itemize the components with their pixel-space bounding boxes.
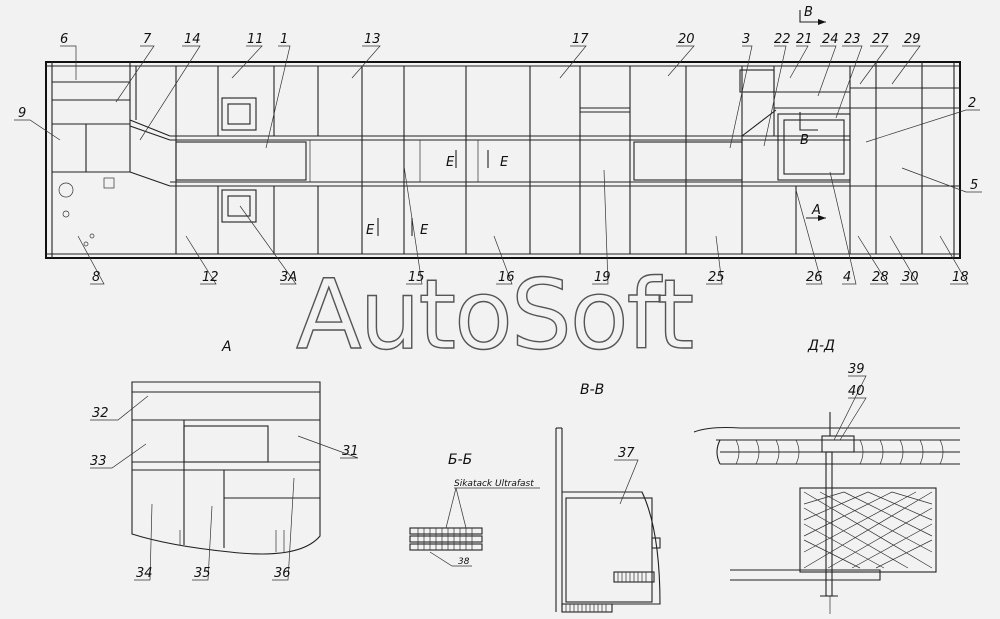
callout-14: 14 xyxy=(184,32,201,47)
marker-e1: Е xyxy=(446,155,455,170)
callout-30: 30 xyxy=(902,270,919,285)
callout-36: 36 xyxy=(274,566,291,581)
detail-a xyxy=(90,381,359,581)
callout-29: 29 xyxy=(904,32,921,47)
callout-9: 9 xyxy=(18,106,26,121)
section-dd-title: Д-Д xyxy=(807,338,835,354)
callout-24: 24 xyxy=(822,32,839,47)
callout-23: 23 xyxy=(844,32,861,47)
watermark-text: AutoSoft xyxy=(296,259,693,371)
section-vv-detail xyxy=(555,427,661,613)
callout-27: 27 xyxy=(872,32,889,47)
section-dd-detail xyxy=(693,375,960,614)
section-bb-detail xyxy=(409,487,540,567)
callout-22: 22 xyxy=(774,32,791,47)
callout-4: 4 xyxy=(843,270,851,285)
callout-11: 11 xyxy=(247,32,264,47)
callout-37: 37 xyxy=(618,446,635,461)
marker-e4: Е xyxy=(420,223,429,238)
callout-12: 12 xyxy=(202,270,219,285)
callout-8: 8 xyxy=(92,270,100,285)
callout-32: 32 xyxy=(92,406,109,421)
callout-5: 5 xyxy=(970,178,978,193)
section-markers xyxy=(377,10,826,236)
section-a-title: А xyxy=(221,339,232,355)
callout-38: 38 xyxy=(458,557,470,567)
callout-1: 1 xyxy=(280,32,288,47)
section-bb-title: Б-Б xyxy=(448,452,472,468)
callout-21: 21 xyxy=(796,32,813,47)
callout-6: 6 xyxy=(60,32,68,47)
section-vv-title: В-В xyxy=(580,382,604,398)
marker-e3: Е xyxy=(366,223,375,238)
callout-40: 40 xyxy=(848,384,865,399)
callouts-main: 6 7 14 11 1 13 17 20 3 22 21 24 23 27 29… xyxy=(18,32,978,285)
callout-17: 17 xyxy=(572,32,589,47)
callout-28: 28 xyxy=(872,270,889,285)
callout-3a: 3А xyxy=(280,270,297,285)
callout-33: 33 xyxy=(90,454,107,469)
callout-13: 13 xyxy=(364,32,381,47)
callout-19: 19 xyxy=(594,270,611,285)
callout-3: 3 xyxy=(742,32,750,47)
callout-15: 15 xyxy=(408,270,425,285)
callout-7: 7 xyxy=(143,32,152,47)
callout-25: 25 xyxy=(708,270,725,285)
marker-b-mid: В xyxy=(800,133,809,148)
sealant-label: Sikatack Ultrafast xyxy=(454,479,534,489)
floor-plan xyxy=(45,61,961,259)
leader-lines xyxy=(14,45,982,285)
callout-20: 20 xyxy=(678,32,695,47)
callout-18: 18 xyxy=(952,270,969,285)
callout-26: 26 xyxy=(806,270,823,285)
callout-16: 16 xyxy=(498,270,515,285)
callout-31: 31 xyxy=(342,444,359,459)
marker-a-arrow: А xyxy=(811,203,821,218)
callout-34: 34 xyxy=(136,566,153,581)
callout-39: 39 xyxy=(848,362,865,377)
callout-35: 35 xyxy=(194,566,211,581)
marker-b-top: В xyxy=(804,5,813,20)
callout-2: 2 xyxy=(968,96,976,111)
marker-e2: Е xyxy=(500,155,509,170)
